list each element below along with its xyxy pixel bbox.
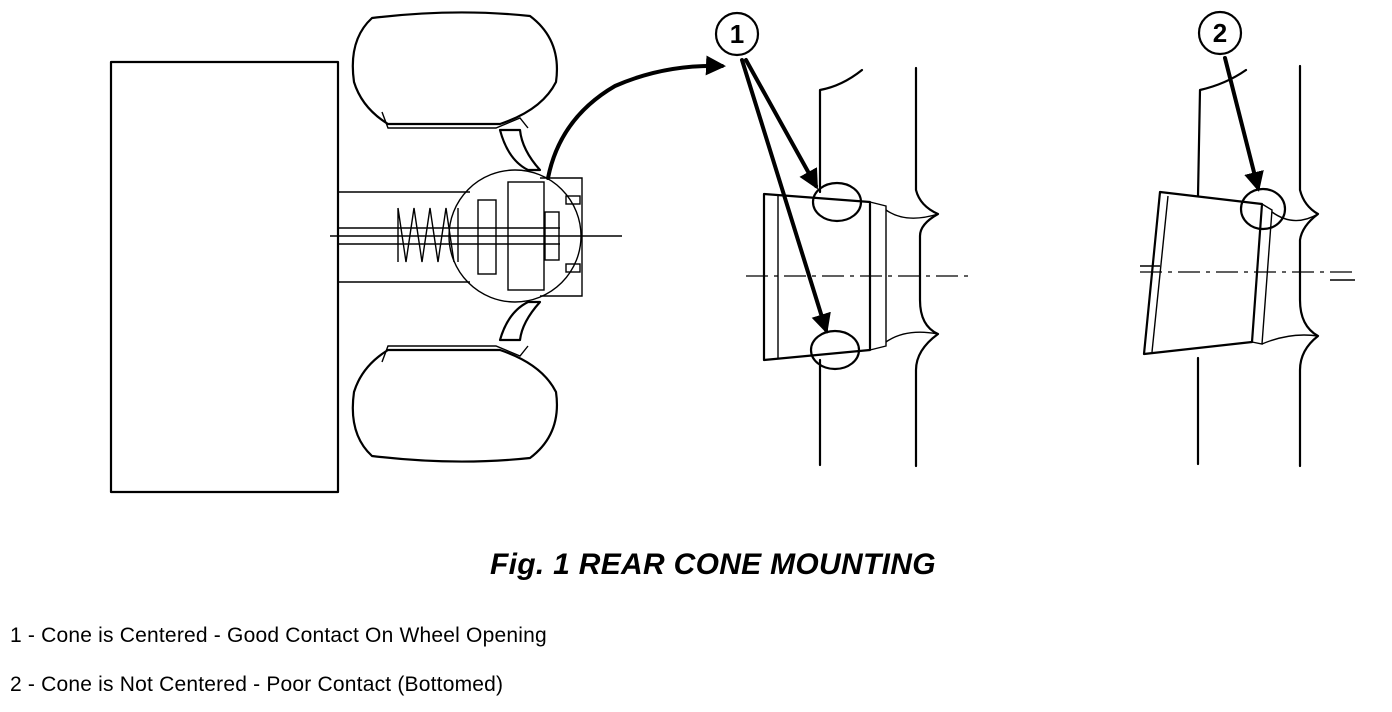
cone-body-bottomed <box>1142 190 1264 356</box>
balancer-shaft <box>330 191 622 283</box>
contact-ellipse-bottomed <box>1239 187 1287 231</box>
callout-1-circle <box>714 11 760 57</box>
detail-centered-cone: 1 <box>714 11 972 468</box>
callout-1-arrow-top <box>744 58 818 190</box>
callout-1-number: 1 <box>730 19 744 49</box>
cone-hub-assembly <box>477 177 583 297</box>
balancer-body <box>109 60 340 494</box>
figure-caption: Fig. 1 REAR CONE MOUNTING <box>490 548 936 581</box>
callout-2-circle <box>1197 10 1243 56</box>
callout-2-number: 2 <box>1213 18 1227 48</box>
cone-spring <box>397 207 459 263</box>
contact-ellipse-top <box>811 181 863 223</box>
detail-bottomed-cone: 2 <box>1140 10 1355 468</box>
callout-1-arrow-bottom <box>740 58 831 334</box>
detail-arrow <box>546 55 726 180</box>
tire-lower <box>351 348 558 463</box>
contact-ellipse-bottom <box>809 329 861 371</box>
tire-upper <box>351 11 558 126</box>
detail-circle <box>448 169 582 303</box>
legend-item-1: 1 - Cone is Centered - Good Contact On W… <box>10 624 547 647</box>
cone-mounting-diagram: 1 2 <box>109 10 1355 494</box>
cone-body-centered <box>762 192 872 362</box>
rim-upper <box>498 128 542 172</box>
rim-lower <box>498 300 542 342</box>
wheel-balancer-overview <box>109 11 622 494</box>
legend-item-2: 2 - Cone is Not Centered - Poor Contact … <box>10 673 504 696</box>
callout-2-arrow <box>1223 56 1264 192</box>
